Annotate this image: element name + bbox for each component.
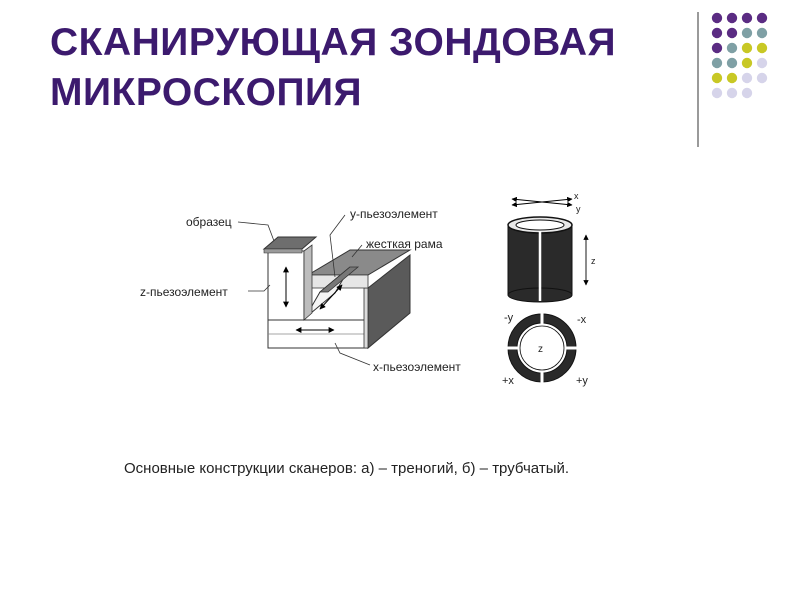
decorative-dot — [726, 72, 738, 84]
decorative-dot — [726, 12, 738, 24]
decorative-dot — [756, 12, 768, 24]
tube-scanner: x y z z -y -x +x +y — [502, 191, 596, 387]
label-z-piezo: z-пьезоэлемент — [140, 285, 228, 299]
decorative-dot-grid — [711, 12, 768, 99]
decorative-dot — [741, 27, 753, 39]
sample-plate — [262, 236, 318, 250]
slide-title: СКАНИРУЮЩАЯ ЗОНДОВАЯ МИКРОСКОПИЯ — [50, 18, 690, 118]
decorative-dot — [741, 57, 753, 69]
tube-label-pos-x: +x — [502, 375, 514, 387]
decorative-dot — [711, 12, 723, 24]
decorative-dot — [711, 42, 723, 54]
decorative-dot — [741, 12, 753, 24]
vertical-divider — [697, 12, 699, 147]
decorative-dot — [726, 42, 738, 54]
tube-label-z-side: z — [591, 256, 596, 266]
decorative-dot — [741, 72, 753, 84]
tube-label-x: x — [574, 191, 579, 201]
slide-title-line-1: СКАНИРУЮЩАЯ ЗОНДОВАЯ — [50, 21, 617, 64]
scanner-diagram: образец y-пьезоэлемент жесткая рама z-пь… — [140, 191, 596, 387]
decorative-dot — [711, 72, 723, 84]
slide-title-line-2: МИКРОСКОПИЯ — [50, 71, 363, 114]
decorative-dot — [711, 27, 723, 39]
label-x-piezo: x-пьезоэлемент — [373, 360, 461, 374]
decorative-dot — [756, 72, 768, 84]
tube-label-y: y — [576, 204, 581, 214]
decorative-dot — [726, 87, 738, 99]
decorative-dot — [711, 87, 723, 99]
decorative-dot — [756, 27, 768, 39]
tube-label-z-center: z — [538, 344, 543, 355]
decorative-dot — [741, 42, 753, 54]
decorative-dot — [756, 42, 768, 54]
decorative-dot — [726, 27, 738, 39]
figure-caption: Основные конструкции сканеров: а) – трен… — [124, 460, 570, 477]
tube-label-pos-y: +y — [576, 375, 588, 387]
y-direction-arrow — [319, 284, 343, 310]
label-y-piezo: y-пьезоэлемент — [350, 207, 438, 221]
tube-label-neg-x: -x — [577, 314, 587, 326]
tube-label-neg-y: -y — [504, 312, 514, 324]
decorative-dot — [756, 57, 768, 69]
tripod-scanner: образец y-пьезоэлемент жесткая рама z-пь… — [140, 207, 461, 374]
decorative-dot — [711, 57, 723, 69]
label-rigid-frame: жесткая рама — [366, 237, 443, 251]
decorative-dot — [741, 87, 753, 99]
label-sample: образец — [186, 215, 232, 229]
decorative-dot — [726, 57, 738, 69]
